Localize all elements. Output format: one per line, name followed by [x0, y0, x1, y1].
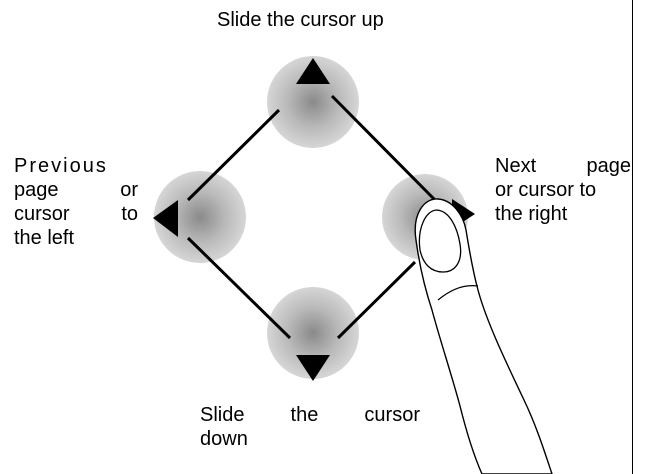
down-label-line1: Slide the cursor: [200, 403, 420, 427]
left-label: Previous page or cursor to the left: [14, 154, 138, 250]
up-label: Slide the cursor up: [217, 8, 384, 32]
edge-down-left: [188, 238, 290, 338]
left-label-word: page: [14, 178, 59, 202]
left-label-line4: the left: [14, 226, 138, 250]
down-label-word: the: [291, 403, 319, 427]
down-label-word: cursor: [364, 403, 420, 427]
right-label: Next page or cursor to the right: [495, 154, 631, 226]
right-label-line3: the right: [495, 202, 631, 226]
left-label-line2: page or: [14, 178, 138, 202]
left-label-word: cursor: [14, 202, 70, 226]
right-label-word: Next: [495, 154, 536, 178]
left-label-line3: cursor to: [14, 202, 138, 226]
right-label-line2: or cursor to: [495, 178, 631, 202]
edge-up-right: [332, 96, 435, 200]
down-label-word: Slide: [200, 403, 244, 427]
frame-border-right: [632, 0, 633, 474]
edge-down-right: [338, 262, 415, 338]
left-label-word: or: [120, 178, 138, 202]
finger-icon: [415, 199, 552, 474]
left-label-line1: Previous: [14, 154, 138, 178]
right-label-line1: Next page: [495, 154, 631, 178]
right-label-word: page: [587, 154, 632, 178]
down-label-line2: down: [200, 427, 420, 451]
left-label-word: to: [121, 202, 138, 226]
down-label: Slide the cursor down: [200, 403, 420, 451]
